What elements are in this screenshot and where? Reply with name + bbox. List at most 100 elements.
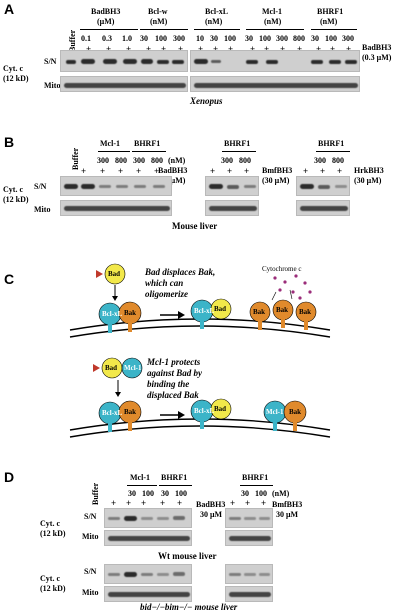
bottom-text-3: binding the — [147, 379, 190, 389]
bclxl-conc-1: 10 — [196, 34, 204, 43]
blot-d2-mito-1 — [104, 586, 192, 602]
conc-b-4: 800 — [151, 156, 163, 165]
plus-sign: + — [178, 44, 184, 54]
blot-b-sn-3 — [296, 176, 350, 196]
plus-sign: + — [111, 498, 117, 508]
plus-sign: + — [346, 44, 352, 54]
badbh3-side-conc: (0.3 μM) — [362, 53, 392, 62]
conc-d2-2: 100 — [255, 489, 267, 498]
bclw-conc-2: 100 — [155, 34, 167, 43]
plus-sign: + — [81, 166, 87, 176]
top-text-2: which can — [145, 278, 184, 288]
bhrf1-head-b2: BHRF1 — [224, 139, 251, 148]
mcl1-underline — [246, 29, 304, 30]
plus-sign: + — [245, 498, 251, 508]
blot-d2-sn-1 — [104, 564, 192, 584]
mcl1-head-b: Mcl-1 — [100, 139, 120, 148]
badbh3-unit: (μM) — [97, 17, 115, 26]
plus-sign: + — [136, 166, 142, 176]
bak-label-c3: Bak — [276, 306, 289, 314]
cytc-kd-d2: (12 kD) — [40, 584, 66, 593]
bmfbh3-d: BmfBH3 — [272, 500, 303, 509]
bhrf1-head-b3: BHRF1 — [318, 139, 345, 148]
plus-sign: + — [316, 44, 322, 54]
panel-b-caption: Mouse liver — [172, 221, 218, 231]
bclxl-label-c3: Bcl-xL — [102, 409, 123, 417]
plus-sign: + — [330, 44, 336, 54]
blot-b-sn-1 — [60, 176, 172, 196]
bhrf1-head-d2: BHRF1 — [242, 473, 269, 482]
panel-d-caption-1: Wt mouse liver — [158, 551, 217, 561]
bclxl-unit: (nM) — [205, 17, 223, 26]
blot-d-mito-1 — [104, 530, 192, 546]
plus-sign: + — [261, 498, 267, 508]
conc-d-4: 100 — [175, 489, 187, 498]
plus-sign: + — [264, 44, 270, 54]
bmfbh3-d-conc: 30 μM — [276, 510, 299, 519]
plus-sign: + — [213, 44, 219, 54]
bclxl-head: Bcl-xL — [205, 7, 229, 16]
badbh3-conc-2: 0.3 — [102, 34, 112, 43]
plus-sign: + — [320, 166, 326, 176]
blot-a-sn-2 — [190, 50, 360, 72]
cytc-label-d2: Cyt. c — [40, 574, 60, 583]
bhrf1-underline-b3 — [316, 151, 350, 152]
bad-label-c4: Bad — [214, 405, 227, 413]
bclxl-label-c2: Bcl-xL — [194, 307, 215, 315]
conc-d-3: 30 — [161, 489, 169, 498]
plus-sign: + — [303, 166, 309, 176]
plus-sign: + — [154, 166, 160, 176]
conc-b-3: 300 — [133, 156, 145, 165]
bmfbh3-b-conc: (30 μM) — [262, 176, 290, 185]
mito-label-d2: Mito — [82, 588, 99, 597]
blot-b-mito-2 — [205, 200, 259, 216]
blot-d-sn-1 — [104, 508, 192, 528]
plus-sign: + — [210, 166, 216, 176]
bottom-text-2: against Bad by — [147, 368, 203, 378]
panel-c-letter: C — [4, 271, 15, 287]
bhrf1-underline — [311, 29, 357, 30]
sn-label-d1: S/N — [84, 512, 97, 521]
bclxl-underline — [194, 29, 240, 30]
mcl1-underline-d — [127, 485, 157, 486]
blot-a-mito-2 — [190, 76, 360, 92]
conc-b3-2: 800 — [332, 156, 344, 165]
mito-label: Mito — [44, 81, 61, 90]
panel-d-letter: D — [4, 469, 15, 485]
bad-label-c3: Bad — [105, 364, 118, 372]
blot-b-mito-1 — [60, 200, 172, 216]
conc-d2-1: 30 — [241, 489, 249, 498]
plus-sign: + — [160, 498, 166, 508]
badbh3-side-label: BadBH3 — [362, 43, 392, 52]
bhrf1-conc-2: 100 — [325, 34, 337, 43]
mcl1-conc-1: 30 — [245, 34, 253, 43]
top-text-1: Bad displaces Bak, — [145, 267, 216, 277]
buffer-label-d: Buffer — [91, 482, 100, 505]
panel-a-caption: Xenopus — [190, 96, 223, 106]
conc-d-2: 100 — [142, 489, 154, 498]
cytc-label: Cyt. c — [3, 64, 23, 73]
cytc-kd-d1: (12 kD) — [40, 529, 66, 538]
conc-b3-1: 300 — [314, 156, 326, 165]
bclw-unit: (nM) — [150, 17, 168, 26]
plus-sign: + — [337, 166, 343, 176]
plus-sign: + — [126, 498, 132, 508]
bhrf1-head: BHRF1 — [317, 7, 344, 16]
bhrf1-head-d: BHRF1 — [161, 473, 188, 482]
plus-sign: + — [230, 498, 236, 508]
bhrf1-head-b: BHRF1 — [134, 139, 161, 148]
plus-sign: + — [126, 44, 132, 54]
bclw-conc-3: 300 — [173, 34, 185, 43]
bclw-conc-1: 30 — [140, 34, 148, 43]
blot-b-mito-3 — [296, 200, 350, 216]
cytc-label-b: Cyt. c — [3, 185, 23, 194]
mcl1-conc-2: 100 — [259, 34, 271, 43]
badbh3-d-conc: 30 μM — [200, 510, 223, 519]
conc-b2-1: 300 — [221, 156, 233, 165]
plus-sign: + — [161, 44, 167, 54]
top-text-3: oligomerize — [145, 289, 188, 299]
conc-b-1: 300 — [97, 156, 109, 165]
bclxl-conc-3: 100 — [224, 34, 236, 43]
bottom-text-1: Mcl-1 protects — [147, 357, 201, 367]
bak-label-c4: Bak — [299, 308, 312, 316]
